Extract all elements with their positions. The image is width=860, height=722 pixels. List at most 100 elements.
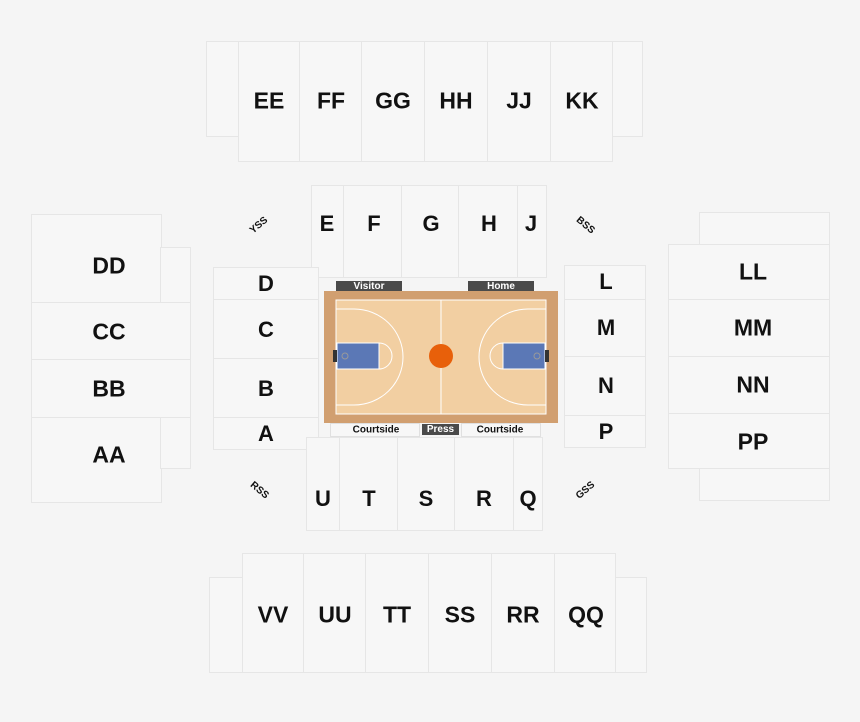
right-free-throw-arc <box>489 342 504 370</box>
section-label-ee: EE <box>253 87 285 114</box>
section-t[interactable] <box>339 437 398 531</box>
section-m[interactable] <box>564 299 646 357</box>
section-a[interactable] <box>213 417 319 450</box>
section-dd-edge[interactable] <box>160 247 191 303</box>
section-label-d: D <box>258 271 274 296</box>
section-p[interactable] <box>564 415 646 448</box>
section-label-vv: VV <box>257 601 289 628</box>
left-three-point-line <box>336 308 404 406</box>
home-bench[interactable]: Home <box>468 281 534 292</box>
section-aa[interactable] <box>31 417 162 503</box>
section-c[interactable] <box>213 299 319 359</box>
press-row[interactable]: Press <box>422 424 459 435</box>
section-rr[interactable] <box>491 553 555 673</box>
section-b[interactable] <box>213 358 319 418</box>
section-kk[interactable] <box>550 41 613 162</box>
section-label-ff: FF <box>316 87 346 114</box>
section-qq[interactable] <box>554 553 616 673</box>
section-d[interactable] <box>213 267 319 300</box>
courtside-right-label: Courtside <box>476 424 524 436</box>
section-label-a: A <box>258 421 274 446</box>
section-bb[interactable] <box>31 359 191 418</box>
corner-label-rss: RSS <box>247 479 271 502</box>
section-label-aa: AA <box>92 441 126 468</box>
section-label-s: S <box>418 486 434 511</box>
section-label-j: J <box>524 211 538 236</box>
section-label-bb: BB <box>92 375 126 402</box>
section-label-kk: KK <box>565 87 599 114</box>
section-label-qq: QQ <box>568 601 604 628</box>
corner-label-bss: BSS <box>573 214 597 237</box>
courtside-left-label: Courtside <box>352 424 400 436</box>
home-bench-label: Home <box>487 281 515 292</box>
section-label-f: F <box>367 211 381 236</box>
section-bottom-left-edge[interactable] <box>209 577 243 673</box>
visitor-bench[interactable]: Visitor <box>336 281 402 292</box>
section-label-t: T <box>362 486 376 511</box>
section-label-nn: NN <box>736 371 770 398</box>
right-paint <box>502 342 546 370</box>
basketball-court <box>324 291 558 423</box>
section-n[interactable] <box>564 356 646 416</box>
section-label-gg: GG <box>375 87 411 114</box>
section-label-q: Q <box>519 486 537 511</box>
section-label-g: G <box>422 211 440 236</box>
corner-label-yss: YSS <box>247 214 271 237</box>
right-rim <box>533 352 541 360</box>
section-f[interactable] <box>343 185 402 278</box>
section-top-left-edge[interactable] <box>206 41 239 137</box>
section-j[interactable] <box>517 185 547 278</box>
section-label-n: N <box>598 373 614 398</box>
section-label-u: U <box>315 486 331 511</box>
section-label-hh: HH <box>439 87 473 114</box>
press-label: Press <box>426 424 455 435</box>
section-label-p: P <box>598 419 614 444</box>
section-uu[interactable] <box>303 553 366 673</box>
section-label-mm: MM <box>733 314 773 341</box>
section-label-jj: JJ <box>506 87 532 114</box>
section-ee[interactable] <box>238 41 300 162</box>
section-mm[interactable] <box>668 299 830 357</box>
center-circle <box>429 344 453 368</box>
right-hoop-icon <box>545 350 549 362</box>
section-label-ll: LL <box>738 258 768 285</box>
section-label-r: R <box>476 486 492 511</box>
section-label-e: E <box>319 211 335 236</box>
section-label-ss: SS <box>444 601 476 628</box>
section-label-b: B <box>258 376 274 401</box>
section-bottom-right-edge[interactable] <box>615 577 647 673</box>
section-label-l: L <box>599 269 613 294</box>
section-cc[interactable] <box>31 302 191 360</box>
left-free-throw-arc <box>378 342 393 370</box>
section-label-dd: DD <box>92 252 126 279</box>
courtside-left-row[interactable] <box>330 423 420 437</box>
section-label-tt: TT <box>382 601 412 628</box>
section-q[interactable] <box>513 437 543 531</box>
visitor-bench-label: Visitor <box>353 281 385 292</box>
section-ff[interactable] <box>299 41 362 162</box>
section-label-pp: PP <box>737 428 769 455</box>
section-ss[interactable] <box>428 553 492 673</box>
left-paint <box>336 342 380 370</box>
left-hoop-icon <box>333 350 337 362</box>
section-s[interactable] <box>397 437 455 531</box>
section-hh[interactable] <box>424 41 488 162</box>
section-top-right-edge[interactable] <box>612 41 643 137</box>
section-vv[interactable] <box>242 553 304 673</box>
section-r[interactable] <box>454 437 514 531</box>
left-rim <box>341 352 349 360</box>
section-pp-edge[interactable] <box>699 468 830 501</box>
section-ll[interactable] <box>668 244 830 300</box>
section-dd[interactable] <box>31 214 162 303</box>
section-label-uu: UU <box>318 601 352 628</box>
right-three-point-line <box>478 308 546 406</box>
courtside-right-row[interactable] <box>461 423 541 437</box>
corner-label-gss: GSS <box>573 479 598 502</box>
section-ll-edge[interactable] <box>699 212 830 245</box>
section-label-h: H <box>481 211 497 236</box>
section-jj[interactable] <box>487 41 551 162</box>
section-label-c: C <box>258 317 274 342</box>
section-u[interactable] <box>306 437 340 531</box>
section-label-cc: CC <box>92 318 126 345</box>
section-aa-edge[interactable] <box>160 417 191 469</box>
